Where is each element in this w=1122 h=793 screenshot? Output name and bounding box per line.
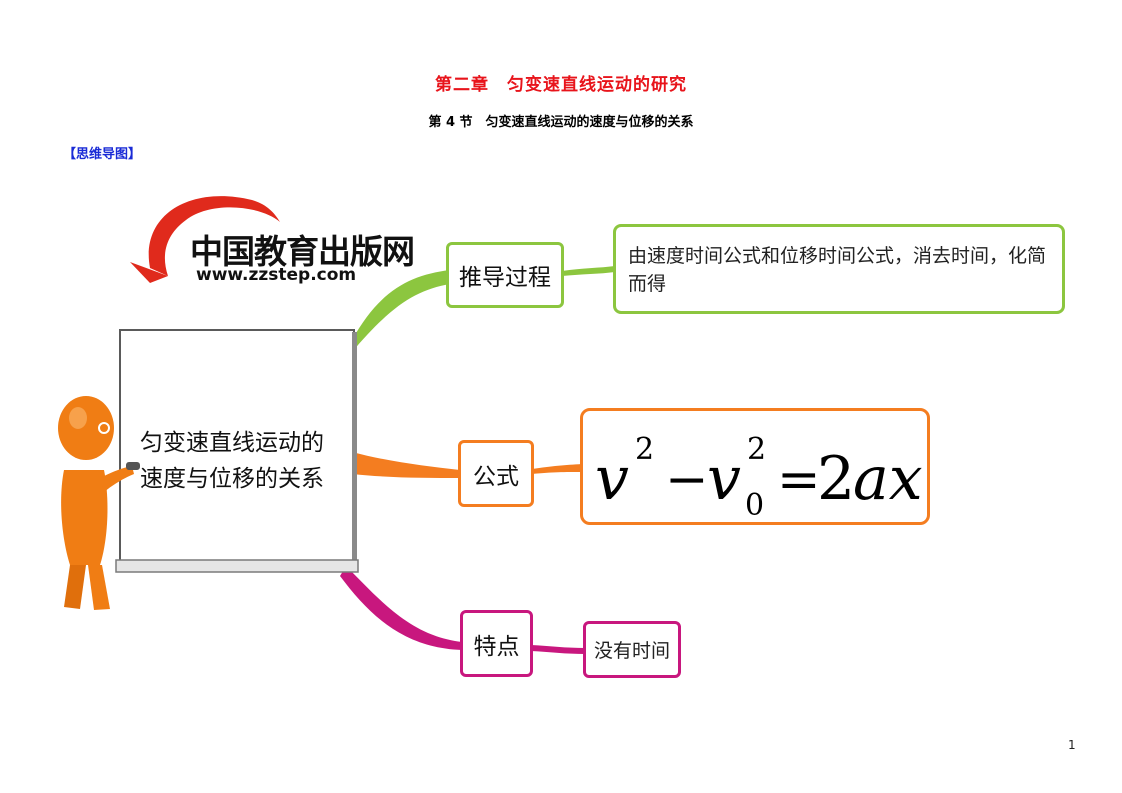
derivation-note-connector [562, 266, 615, 276]
formula-power: 2 [635, 432, 654, 467]
formula-box: v 2 − v 2 0 = 2 ax [580, 408, 930, 525]
presenter-figure-icon [58, 396, 140, 610]
derivation-branch-connector [352, 270, 450, 352]
feature-note-connector [531, 645, 585, 654]
logo-swoosh-icon [130, 196, 280, 283]
node-derivation: 推导过程 [446, 242, 564, 308]
formula-rhs-var: ax [853, 444, 923, 514]
formula-sub0: 0 [745, 488, 764, 522]
formula-minus: − [665, 450, 709, 510]
feature-branch-connector [340, 566, 462, 650]
formula-rhs-num: 2 [817, 444, 855, 514]
derivation-note: 由速度时间公式和位移时间公式，消去时间，化简而得 [613, 224, 1065, 314]
formula-equals: = [777, 450, 821, 510]
page-number: 1 [1068, 738, 1076, 752]
logo-name: 中国教育出版网 [190, 232, 415, 271]
section-title: 第 4 节 匀变速直线运动的速度与位移的关系 [428, 115, 694, 130]
logo-url: www.zzstep.com [196, 265, 357, 285]
center-topic: 匀变速直线运动的速度与位移的关系 [140, 430, 324, 492]
whiteboard [115, 329, 359, 573]
formula-v: v [595, 444, 629, 514]
feature-note: 没有时间 [583, 621, 681, 678]
node-feature: 特点 [460, 610, 533, 677]
formula-power0: 2 [747, 432, 766, 467]
formula-branch-connector [352, 452, 460, 478]
formula-v0: v [707, 444, 741, 514]
mindmap-label: 【思维导图】 [63, 147, 142, 162]
formula-equation: v 2 − v 2 0 = 2 ax [595, 432, 923, 523]
formula-box-connector [532, 464, 582, 474]
node-formula: 公式 [458, 440, 534, 507]
chapter-title: 第二章 匀变速直线运动的研究 [435, 75, 687, 95]
